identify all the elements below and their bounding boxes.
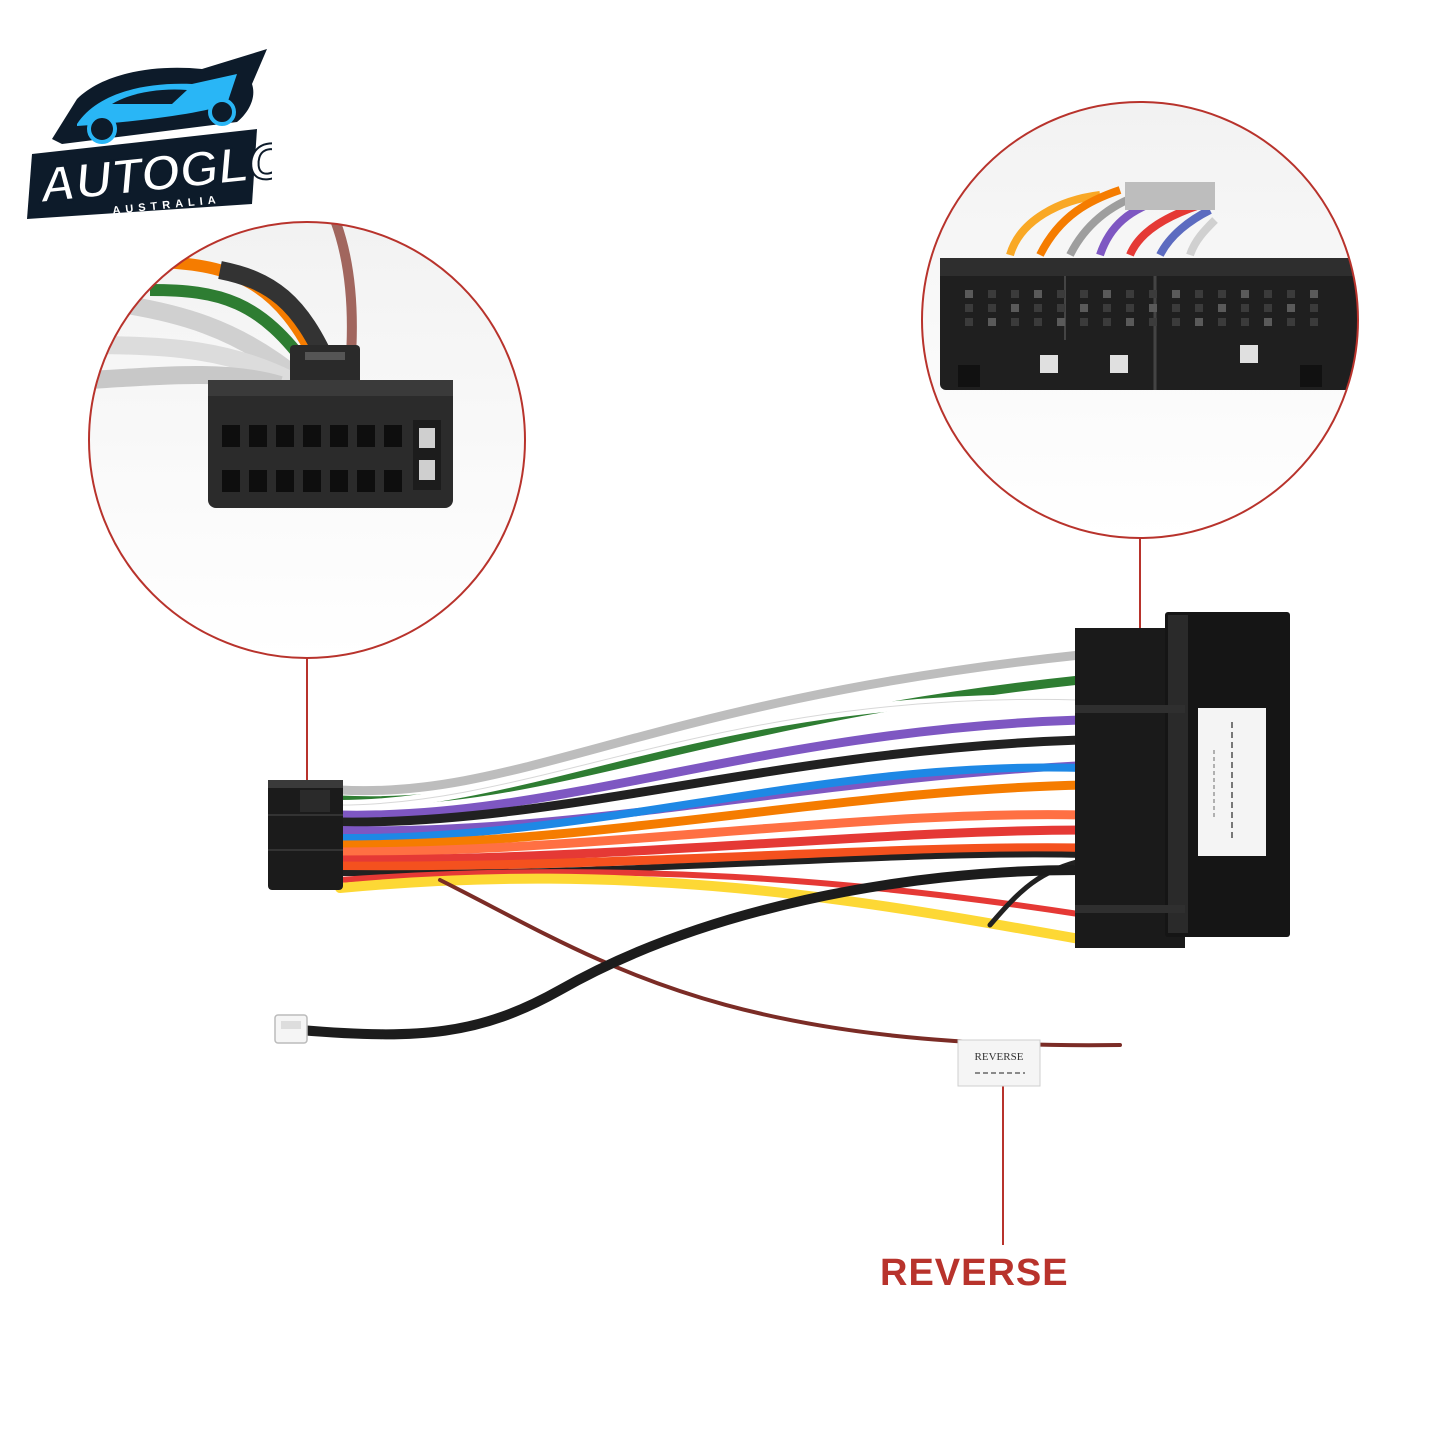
connector-pin-slot: [1103, 304, 1111, 312]
connector-pin-slot: [1264, 318, 1272, 326]
connector-pin-slot: [1057, 290, 1065, 298]
connector-pins-16: [222, 425, 402, 492]
connector-pin-slot: [1310, 318, 1318, 326]
autoglo-logo: AUTOGLO AUSTRALIA: [27, 49, 272, 219]
connector-pin-slot: [1310, 304, 1318, 312]
connector-pin-slot: [1103, 318, 1111, 326]
connector-pin-slot: [1011, 290, 1019, 298]
connector-pin-slot: [988, 318, 996, 326]
vehicle-harness-plug: [1075, 612, 1290, 948]
reverse-callout-label: REVERSE: [880, 1252, 1069, 1294]
wire-bundle: [295, 650, 1122, 1048]
connector-pin-slot: [1034, 304, 1042, 312]
connector-pin-slot: [222, 425, 240, 447]
connector-pin-slot: [330, 425, 348, 447]
connector-pin-slot: [1172, 304, 1180, 312]
small-pin-connector: [274, 1014, 308, 1044]
connector-pin-slot: [1011, 318, 1019, 326]
connector-pin-slot: [988, 290, 996, 298]
connector-pin-slot: [1034, 290, 1042, 298]
connector-pin-slot: [1172, 290, 1180, 298]
connector-pin-slot: [1172, 318, 1180, 326]
connector-pin-slot: [222, 470, 240, 492]
connector-pin-slot: [330, 470, 348, 492]
connector-pin-slot: [988, 304, 996, 312]
connector-pin-slot: [1149, 304, 1157, 312]
connector-pin-slot: [1264, 290, 1272, 298]
connector-pin-slot: [357, 470, 375, 492]
connector-pin-slot: [1057, 318, 1065, 326]
connector-pins-vehicle: [965, 290, 1318, 326]
connector-pin-slot: [965, 318, 973, 326]
connector-pin-slot: [276, 470, 294, 492]
connector-pin-slot: [1195, 318, 1203, 326]
connector-pin-slot: [249, 425, 267, 447]
connector-pin-slot: [1264, 304, 1272, 312]
connector-pin-slot: [1218, 318, 1226, 326]
connector-pin-slot: [1241, 290, 1249, 298]
connector-pin-slot: [1080, 304, 1088, 312]
connector-pin-slot: [303, 470, 321, 492]
connector-pin-slot: [1218, 290, 1226, 298]
connector-pin-slot: [1126, 304, 1134, 312]
connector-pin-slot: [249, 470, 267, 492]
reverse-tag-text: REVERSE: [975, 1051, 1024, 1063]
connector-pin-slot: [1080, 290, 1088, 298]
connector-pin-slot: [1034, 318, 1042, 326]
connector-pin-slot: [1287, 318, 1295, 326]
connector-pin-slot: [1241, 318, 1249, 326]
connector-pin-slot: [1080, 318, 1088, 326]
connector-pin-slot: [1149, 318, 1157, 326]
connector-pin-slot: [1126, 290, 1134, 298]
connector-pin-slot: [1287, 290, 1295, 298]
connector-pin-slot: [1126, 318, 1134, 326]
zoom-circle-right: [921, 101, 1359, 539]
connector-pin-slot: [1195, 304, 1203, 312]
connector-pin-slot: [1057, 304, 1065, 312]
connector-pin-slot: [357, 425, 375, 447]
connector-pin-slot: [1011, 304, 1019, 312]
iso-16pin-plug: [268, 780, 343, 890]
connector-pin-slot: [1310, 290, 1318, 298]
connector-pin-slot: [303, 425, 321, 447]
connector-pin-slot: [1103, 290, 1111, 298]
reverse-wire-tag: REVERSE: [957, 1039, 1041, 1087]
connector-pin-slot: [384, 470, 402, 492]
connector-pin-slot: [965, 304, 973, 312]
connector-pin-slot: [1241, 304, 1249, 312]
connector-pin-slot: [276, 425, 294, 447]
connector-pin-slot: [1149, 290, 1157, 298]
connector-pin-slot: [965, 290, 973, 298]
connector-pin-slot: [1195, 290, 1203, 298]
connector-pin-slot: [1218, 304, 1226, 312]
zoom-circle-left: [88, 221, 526, 659]
connector-pin-slot: [384, 425, 402, 447]
connector-pin-slot: [1287, 304, 1295, 312]
